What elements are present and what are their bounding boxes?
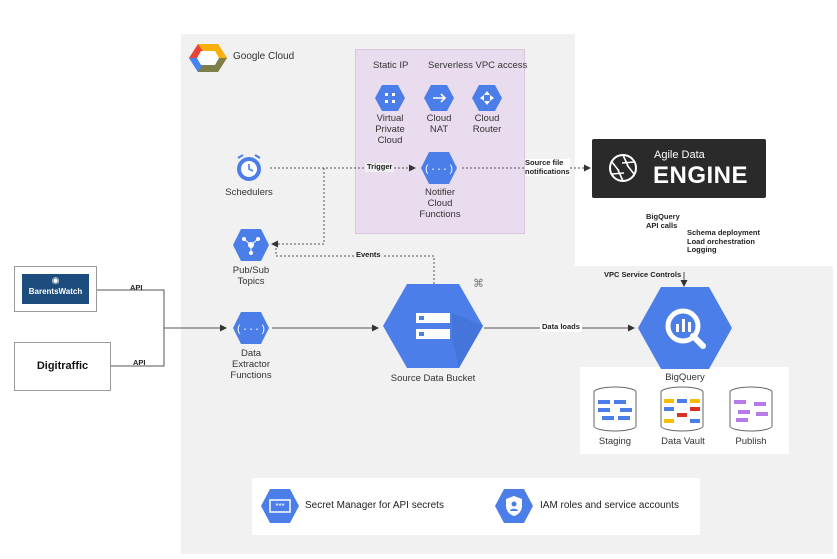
google-cloud-logo [188, 42, 228, 74]
vpc-label: Virtual Private Cloud [375, 113, 405, 146]
ade-name-line1: Agile Data [654, 149, 705, 161]
bigquery-label: BigQuery [665, 372, 705, 383]
extractor-functions-icon: (···) [232, 311, 270, 345]
digitraffic-logo: Digitraffic [36, 360, 89, 372]
svg-text:***: *** [275, 502, 284, 511]
agile-data-engine-box: Agile Data ENGINE [592, 139, 766, 198]
svg-text:(···): (···) [236, 324, 266, 336]
secret-manager-icon: *** [260, 488, 300, 524]
barentswatch-logo: ◉ BarentsWatch [22, 274, 89, 304]
ade-name-line2: ENGINE [653, 162, 749, 189]
bucket-label: Source Data Bucket [390, 373, 476, 384]
digitraffic-source: Digitraffic [14, 342, 111, 391]
static-ip-label: Static IP [373, 60, 409, 71]
schedulers-label: Schedulers [225, 187, 273, 198]
vpc-service-controls-label: VPC Service Controls [604, 270, 682, 279]
notifier-functions-icon: (···) [420, 151, 458, 185]
vpc-icon [374, 84, 406, 112]
staging-dataset-icon [592, 386, 638, 437]
move-handle-icon[interactable]: ⌘ [473, 278, 484, 290]
extractor-functions-label: Data Extractor Functions [230, 348, 272, 381]
pubsub-icon [232, 228, 270, 262]
bucket-icon [382, 283, 484, 369]
notifier-functions-label: Notifier Cloud Functions [419, 187, 461, 220]
serverless-vpc-access-label: Serverless VPC access [428, 60, 528, 71]
edge-barentswatch-api [96, 289, 165, 328]
barentswatch-source: ◉ BarentsWatch [14, 266, 97, 312]
staging-label: Staging [598, 436, 632, 447]
api-label-1: API [130, 283, 143, 292]
cloud-router-label: Cloud Router [472, 113, 502, 135]
google-cloud-label: Google Cloud [233, 51, 295, 62]
edge-digitraffic-api [110, 328, 165, 367]
security-strip [252, 478, 700, 535]
bigquery-icon [637, 286, 733, 370]
ade-aperture-icon [608, 153, 638, 188]
publish-dataset-icon [728, 386, 774, 437]
secret-manager-label: Secret Manager for API secrets [305, 500, 444, 511]
trigger-label: Trigger [365, 162, 395, 172]
iam-icon [494, 488, 534, 524]
serverless-vpc-box [355, 49, 525, 234]
scheduler-icon [232, 152, 266, 184]
events-label: Events [354, 250, 383, 260]
svg-text:(···): (···) [424, 164, 454, 176]
cloud-nat-icon [423, 84, 455, 112]
edge-pubsub-scheduler [271, 168, 325, 248]
data-loads-label: Data loads [540, 322, 582, 332]
data-vault-label: Data Vault [661, 436, 705, 447]
iam-label: IAM roles and service accounts [540, 500, 679, 511]
data-vault-dataset-icon [659, 386, 705, 437]
publish-label: Publish [735, 436, 767, 447]
cloud-nat-label: Cloud NAT [426, 113, 452, 135]
bigquery-api-calls-label: BigQuery API calls [646, 212, 680, 230]
edge-events [275, 245, 435, 284]
ade-tasks-label: Schema deployment Load orchestration Log… [687, 228, 760, 255]
api-label-2: API [133, 358, 146, 367]
cloud-router-icon [471, 84, 503, 112]
pubsub-label: Pub/Sub Topics [232, 265, 270, 287]
source-file-label: Source file notifications [525, 158, 570, 177]
